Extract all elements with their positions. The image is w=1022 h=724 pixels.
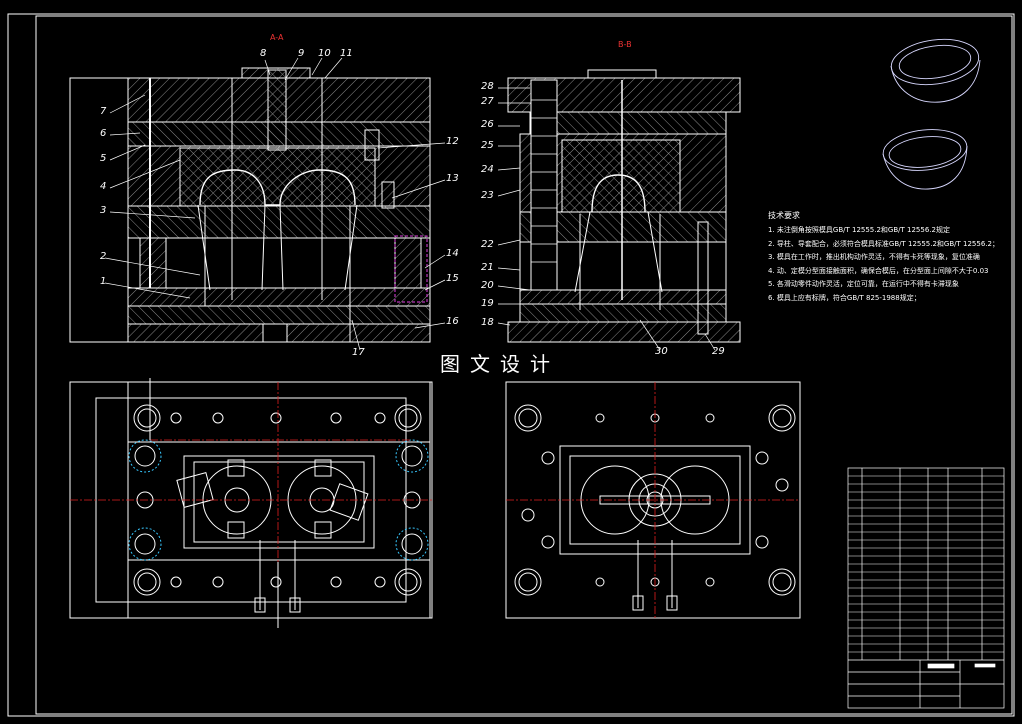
part-number-11: 11 bbox=[340, 48, 353, 59]
part-number-14: 14 bbox=[446, 248, 459, 259]
note-item: 3. 模具在工作时，推出机构动作灵活，不得有卡死等现象，复位准确 bbox=[768, 253, 980, 261]
outer-frame bbox=[7, 13, 1015, 717]
part-number-10: 10 bbox=[318, 48, 331, 59]
part-number-19: 19 bbox=[481, 298, 494, 309]
part-number-29: 29 bbox=[712, 346, 725, 357]
note-item: 6. 模具上应有标牌，符合GB/T 825-1988规定； bbox=[768, 293, 921, 302]
part-number-16: 16 bbox=[446, 316, 459, 327]
watermark-title: 图文设计 bbox=[440, 352, 560, 376]
part-number-20: 20 bbox=[481, 280, 494, 291]
section-title-aa: A-A bbox=[270, 33, 284, 42]
part-number-30: 30 bbox=[655, 346, 668, 357]
title-block bbox=[848, 659, 1004, 708]
part-number-26: 26 bbox=[481, 119, 494, 130]
note-item: 1. 未注倒角按照模具GB/T 12555.2和GB/T 12556.2规定 bbox=[768, 226, 950, 234]
part-number-12: 12 bbox=[446, 136, 459, 147]
part-number-13: 13 bbox=[446, 173, 459, 184]
part-number-6: 6 bbox=[100, 128, 107, 139]
part-isometric-views bbox=[882, 38, 981, 190]
part-number-27: 27 bbox=[481, 96, 494, 107]
part-number-18: 18 bbox=[481, 317, 494, 328]
technical-requirements: 技术要求 1. 未注倒角按照模具GB/T 12555.2和GB/T 12556.… bbox=[768, 210, 999, 306]
part-number-15: 15 bbox=[446, 273, 459, 284]
part-number-7: 7 bbox=[100, 106, 107, 117]
part-number-22: 22 bbox=[481, 239, 494, 250]
part-number-23: 23 bbox=[481, 190, 494, 201]
parts-list-rows bbox=[848, 475, 1004, 653]
part-number-21: 21 bbox=[481, 262, 494, 273]
section-aa-view bbox=[69, 57, 446, 351]
section-bb-view bbox=[497, 69, 741, 351]
note-item: 5. 各滑动零件动作灵活，定位可靠，在运行中不得有卡滞现象 bbox=[768, 280, 959, 288]
part-number-1: 1 bbox=[100, 276, 107, 287]
part-number-4: 4 bbox=[100, 181, 107, 192]
plan-view-moving-half bbox=[69, 378, 433, 628]
notes-title: 技术要求 bbox=[768, 211, 800, 220]
plan-view-fixed-half bbox=[505, 381, 801, 619]
part-number-2: 2 bbox=[100, 251, 107, 262]
part-number-5: 5 bbox=[100, 153, 107, 164]
part-number-28: 28 bbox=[481, 81, 494, 92]
part-number-8: 8 bbox=[260, 48, 267, 59]
note-item: 2. 导柱、导套配合，必须符合模具标准GB/T 12555.2和GB/T 125… bbox=[768, 239, 999, 248]
part-number-17: 17 bbox=[352, 347, 365, 358]
inner-frame bbox=[35, 15, 1013, 715]
part-number-9: 9 bbox=[298, 48, 305, 59]
note-item: 4. 动、定模分型面接触面积，确保合模后，在分型面上间隙不大于0.03 bbox=[768, 266, 989, 275]
part-number-3: 3 bbox=[100, 205, 107, 216]
section-title-bb: B-B bbox=[618, 40, 632, 49]
part-number-25: 25 bbox=[481, 140, 494, 151]
part-number-24: 24 bbox=[481, 164, 494, 175]
